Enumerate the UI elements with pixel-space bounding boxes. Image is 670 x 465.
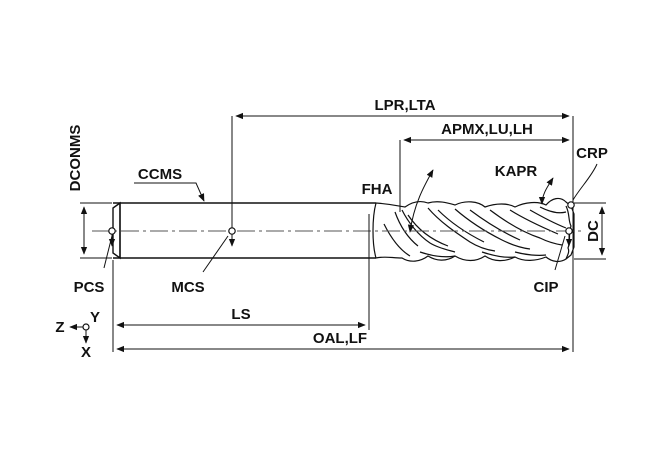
axis-y-label: Y xyxy=(90,309,100,326)
flute-outline xyxy=(375,197,575,263)
axis-origin xyxy=(82,323,90,331)
lpr-dimension xyxy=(231,112,574,352)
fha-label: FHA xyxy=(362,181,393,198)
fha-arc xyxy=(407,169,434,233)
cip-leader xyxy=(554,235,566,271)
axis-z-label: Z xyxy=(55,319,64,336)
dconms-dimension xyxy=(80,202,112,259)
ls-dimension xyxy=(112,214,370,352)
dc-dimension xyxy=(574,202,606,260)
oal-label: OAL,LF xyxy=(313,330,367,347)
tool-body xyxy=(112,201,376,260)
dc-label: DC xyxy=(585,220,602,242)
kapr-arc xyxy=(538,177,554,205)
cip-label: CIP xyxy=(533,279,558,296)
pcs-point xyxy=(108,227,116,235)
lpr-label: LPR,LTA xyxy=(374,97,435,114)
cip-point xyxy=(565,227,573,235)
pcs-label: PCS xyxy=(74,279,105,296)
ccms-label: CCMS xyxy=(138,166,182,183)
flutes xyxy=(372,197,575,263)
ccms-leader xyxy=(134,182,205,202)
axis-indicator: Z Y X xyxy=(55,309,100,361)
crp-leader xyxy=(572,163,598,201)
kapr-label: KAPR xyxy=(495,163,538,180)
crp-point xyxy=(567,201,575,209)
mcs-point xyxy=(228,227,236,235)
ls-label: LS xyxy=(231,306,250,323)
apmx-label: APMX,LU,LH xyxy=(441,121,533,138)
mcs-label: MCS xyxy=(171,279,204,296)
mcs-leader xyxy=(202,235,229,273)
apmx-dimension xyxy=(399,136,570,212)
axis-x-label: X xyxy=(81,344,91,361)
dconms-label: DCONMS xyxy=(67,125,84,192)
crp-label: CRP xyxy=(576,145,608,162)
pcs-leader xyxy=(103,235,113,269)
